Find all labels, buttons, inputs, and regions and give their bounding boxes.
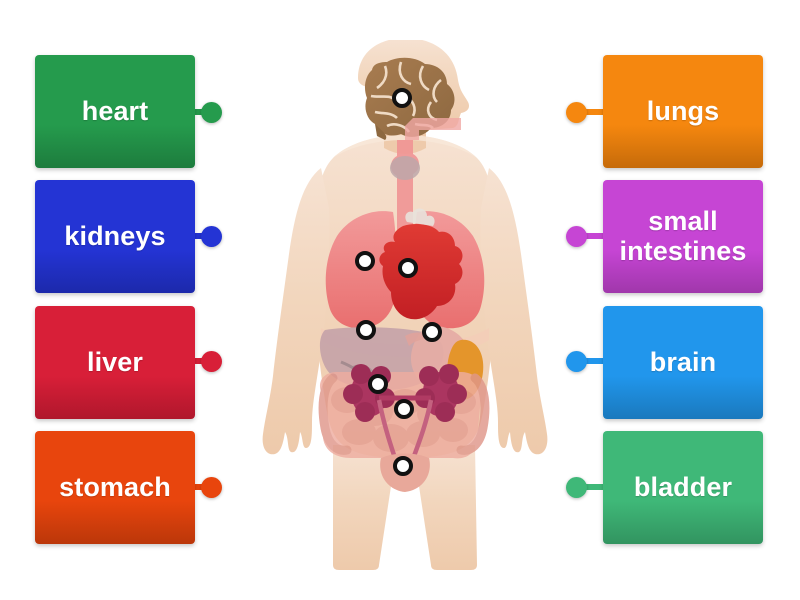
connector-knob-small-intestines[interactable] <box>566 226 587 247</box>
label-card-heart[interactable]: heart <box>35 55 195 168</box>
marker-brain[interactable] <box>392 88 412 108</box>
connector-knob-heart[interactable] <box>201 102 222 123</box>
marker-stomach[interactable] <box>422 322 442 342</box>
heart-organ <box>379 208 463 320</box>
label-card-lungs[interactable]: lungs <box>603 55 763 168</box>
label-card-text-heart: heart <box>81 95 149 126</box>
label-card-text-bladder: bladder <box>633 471 733 502</box>
marker-bladder[interactable] <box>393 456 413 476</box>
connector-line-brain <box>576 358 609 364</box>
label-card-text-small-intestines: small intestines <box>619 206 747 266</box>
marker-kidney[interactable] <box>368 374 388 394</box>
connector-knob-brain[interactable] <box>566 351 587 372</box>
label-card-text-lungs: lungs <box>646 95 720 126</box>
marker-lung[interactable] <box>355 251 375 271</box>
connector-knob-stomach[interactable] <box>201 477 222 498</box>
connector-knob-lungs[interactable] <box>566 102 587 123</box>
connector-knob-kidneys[interactable] <box>201 226 222 247</box>
human-body-diagram <box>262 40 548 570</box>
connector-knob-liver[interactable] <box>201 351 222 372</box>
connector-line-bladder <box>576 484 609 490</box>
marker-liver[interactable] <box>356 320 376 340</box>
label-card-kidneys[interactable]: kidneys <box>35 180 195 293</box>
label-card-liver[interactable]: liver <box>35 306 195 419</box>
label-card-bladder[interactable]: bladder <box>603 431 763 544</box>
label-card-text-stomach: stomach <box>59 471 171 502</box>
label-card-small-intestines[interactable]: small intestines <box>603 180 763 293</box>
label-card-text-brain: brain <box>649 346 717 377</box>
connector-line-lungs <box>576 109 609 115</box>
label-card-stomach[interactable]: stomach <box>35 431 195 544</box>
label-card-text-kidneys: kidneys <box>64 220 166 251</box>
connector-line-small-intestines <box>576 233 609 239</box>
label-card-brain[interactable]: brain <box>603 306 763 419</box>
marker-heart[interactable] <box>398 258 418 278</box>
label-card-text-liver: liver <box>86 346 144 377</box>
connector-knob-bladder[interactable] <box>566 477 587 498</box>
marker-intestines[interactable] <box>394 399 414 419</box>
